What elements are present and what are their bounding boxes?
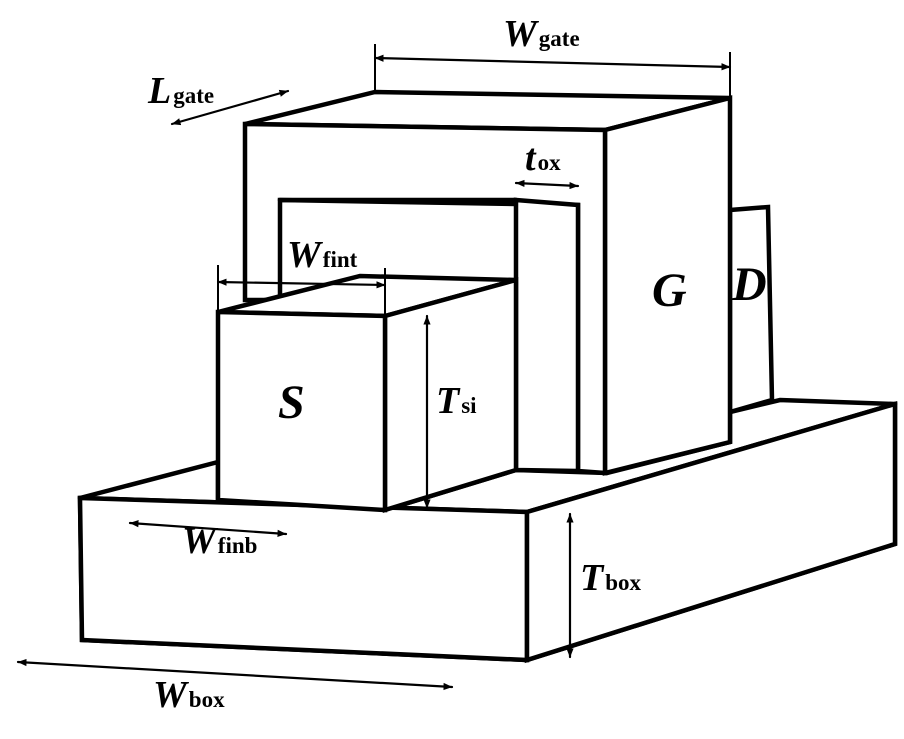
- t-box-label: Tbox: [580, 557, 642, 599]
- gate-label: G: [652, 264, 687, 317]
- w-finb-arrow: [128, 520, 288, 537]
- w-gate-arrow: [373, 54, 732, 71]
- box-front-face: [77, 495, 530, 663]
- source-block: [215, 273, 519, 514]
- box-right-face: [524, 400, 898, 664]
- w-box-label: Wbox: [153, 674, 225, 716]
- dimension-labels: Wgate Lgate tox Wfint Tsi Wfinb Tbox Wbo…: [147, 13, 642, 716]
- drain-label: D: [731, 258, 767, 311]
- l-gate-label: Lgate: [147, 70, 214, 112]
- source-label: S: [278, 376, 305, 429]
- w-fint-arrow: [216, 278, 387, 289]
- l-gate-arrow: [170, 89, 290, 126]
- source-front-face: [215, 309, 388, 513]
- oxide-side-face: [513, 197, 581, 474]
- t-ox-arrow: [514, 179, 580, 190]
- w-gate-label: Wgate: [503, 13, 580, 55]
- t-ox-label: tox: [525, 137, 561, 179]
- dimension-lines: [16, 44, 732, 691]
- w-box-arrow: [16, 658, 454, 691]
- w-finb-label: Wfinb: [182, 520, 257, 562]
- region-labels: S G D: [278, 258, 767, 429]
- t-si-label: Tsi: [436, 380, 477, 422]
- w-fint-label: Wfint: [287, 234, 358, 276]
